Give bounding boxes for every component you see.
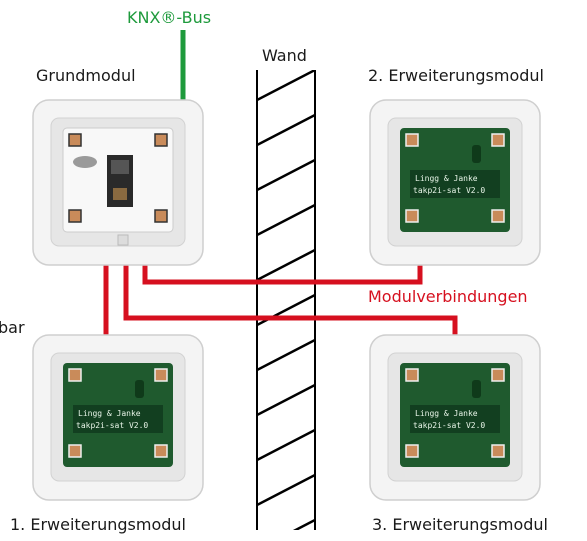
ext1-module-label: 1. Erweiterungsmodul xyxy=(10,515,186,534)
ext1-display-line2: takp2i-sat V2.0 xyxy=(76,421,148,430)
extension-module-1 xyxy=(32,334,204,501)
cut-label-fragment: bar xyxy=(0,318,25,337)
extension-module-3 xyxy=(369,334,541,501)
ext2-display-line2: takp2i-sat V2.0 xyxy=(413,186,485,195)
connection-ext3 xyxy=(123,262,458,338)
extension-module-2 xyxy=(369,99,541,266)
ext2-module-label: 2. Erweiterungsmodul xyxy=(368,66,544,85)
ext3-module-label: 3. Erweiterungsmodul xyxy=(372,515,548,534)
module-connections xyxy=(103,262,458,338)
ext3-display-line2: takp2i-sat V2.0 xyxy=(413,421,485,430)
wall xyxy=(256,70,316,530)
base-module-label: Grundmodul xyxy=(36,66,136,85)
module-connections-label: Modulverbindungen xyxy=(368,287,528,306)
wall-label: Wand xyxy=(262,46,307,65)
ext1-display-line1: Lingg & Janke xyxy=(78,409,141,418)
ext2-display-line1: Lingg & Janke xyxy=(415,174,478,183)
knx-bus-label: KNX®-Bus xyxy=(127,8,212,27)
ext3-display-line1: Lingg & Janke xyxy=(415,409,478,418)
base-module xyxy=(32,99,204,266)
connection-ext2 xyxy=(142,262,423,285)
